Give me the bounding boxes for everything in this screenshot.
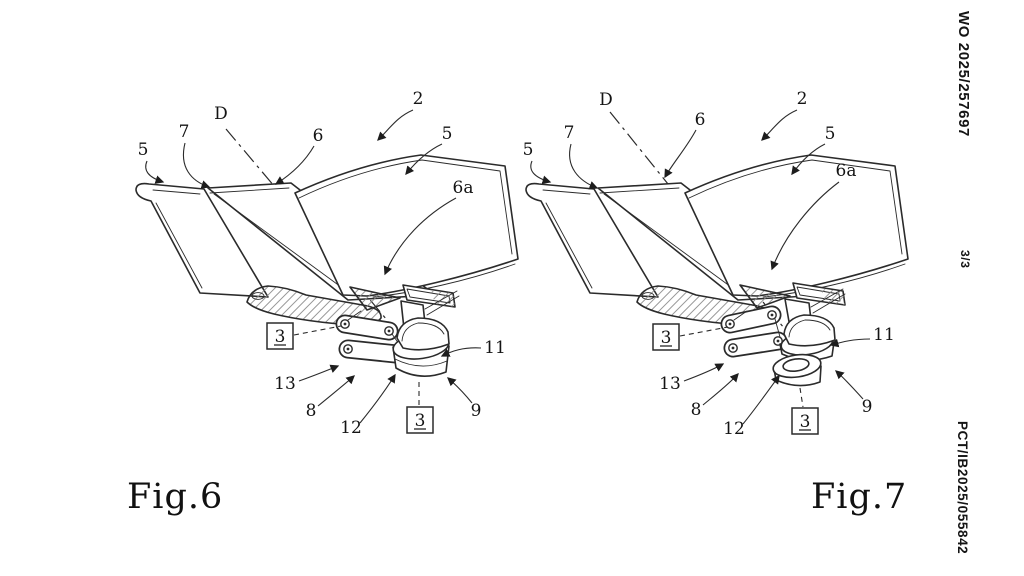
figure-6: D 5 7 6 2 5 6a 13 8 12: [105, 55, 525, 525]
section-marker-3-lower: 3: [415, 411, 426, 431]
ref-label-8: 8: [691, 400, 702, 420]
ref-label-5-left: 5: [138, 140, 149, 160]
application-number: PCT/IB2025/055842: [955, 421, 970, 555]
figure-7: D 5 7 6 2 5 6a 13 8 12: [495, 55, 915, 525]
figure-7-caption: Fig.7: [811, 477, 908, 517]
section-marker-3-upper: 3: [275, 327, 286, 347]
ref-label-9: 9: [862, 397, 873, 417]
ref-label-12: 12: [723, 419, 745, 439]
ref-label-5-left: 5: [523, 140, 534, 160]
figure-7-drawing: D 5 7 6 2 5 6a 13 8 12: [523, 89, 909, 439]
ref-label-13: 13: [659, 374, 681, 394]
ref-label-6: 6: [313, 126, 324, 146]
section-marker-3-upper: 3: [661, 328, 672, 348]
figure-6-caption: Fig.6: [127, 477, 224, 517]
ref-label-6: 6: [695, 110, 706, 130]
ref-label-6a: 6a: [836, 161, 857, 181]
ref-label-5-right: 5: [442, 124, 453, 144]
ref-label-7: 7: [564, 123, 575, 143]
ref-label-13: 13: [274, 374, 296, 394]
axis-label-d: D: [599, 90, 613, 110]
slat-assembly-drawing: [135, 128, 519, 407]
ref-label-11: 11: [484, 338, 506, 358]
figure-6-reference-labels: D 5 7 6 2 5 6a 13 8 12: [138, 89, 506, 438]
slat-assembly-drawing: [525, 111, 909, 408]
ref-label-6a: 6a: [453, 178, 474, 198]
ref-label-7: 7: [179, 122, 190, 142]
ref-label-12: 12: [340, 418, 362, 438]
axis-label-d: D: [214, 104, 228, 124]
sheet-number: 3/3: [958, 250, 972, 269]
figure-7-reference-labels: D 5 7 6 2 5 6a 13 8 12: [523, 89, 895, 439]
ref-label-9: 9: [471, 401, 482, 421]
figure-6-drawing: D 5 7 6 2 5 6a 13 8 12: [135, 89, 519, 438]
publication-number: WO 2025/257697: [955, 11, 972, 137]
section-marker-3-lower: 3: [800, 412, 811, 432]
ref-label-8: 8: [306, 401, 317, 421]
ref-label-2: 2: [413, 89, 424, 109]
ref-label-5-right: 5: [825, 124, 836, 144]
ref-label-11: 11: [873, 325, 895, 345]
ref-label-2: 2: [797, 89, 808, 109]
